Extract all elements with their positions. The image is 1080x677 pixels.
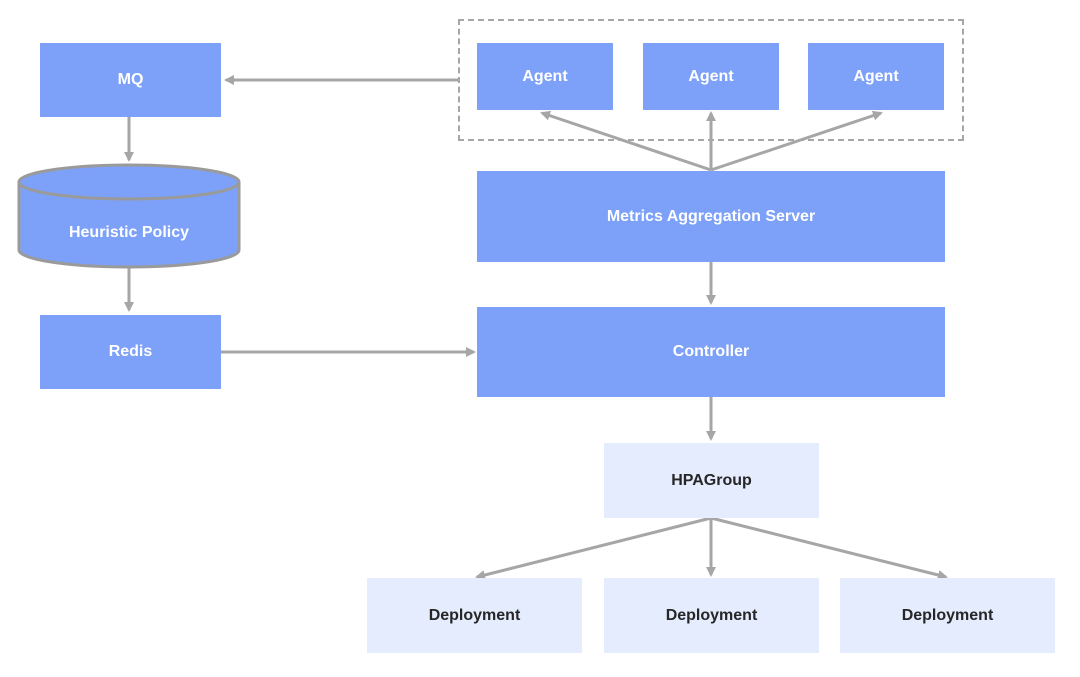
- agent-node-1: Agent: [477, 43, 613, 110]
- metrics-aggregation-server-node: Metrics Aggregation Server: [477, 171, 945, 262]
- agent-label: Agent: [688, 67, 734, 85]
- arrow-hpagroup-to-deployment-3: [710, 516, 948, 580]
- heuristic-policy-label: Heuristic Policy: [68, 224, 190, 241]
- mq-label: MQ: [117, 71, 144, 88]
- deployment-node-1: Deployment: [367, 578, 582, 653]
- hpagroup-node: HPAGroup: [604, 443, 819, 518]
- controller-label: Controller: [672, 343, 750, 360]
- deployment-label: Deployment: [901, 606, 994, 624]
- agent-node-3: Agent: [808, 43, 944, 110]
- controller-node: Controller: [477, 307, 945, 397]
- heuristic-policy-label-box: Heuristic Policy: [19, 199, 239, 267]
- agent-label: Agent: [522, 67, 568, 85]
- metrics-aggregation-server-label: Metrics Aggregation Server: [606, 207, 816, 225]
- arrow-hpagroup-to-deployment-1: [475, 516, 712, 580]
- deployment-label: Deployment: [665, 606, 758, 624]
- redis-node: Redis: [40, 315, 221, 389]
- agent-label: Agent: [853, 67, 899, 85]
- deployment-node-3: Deployment: [840, 578, 1055, 653]
- hpagroup-label: HPAGroup: [671, 471, 752, 489]
- agent-node-2: Agent: [643, 43, 779, 110]
- agent-group: [458, 19, 964, 141]
- mq-node: MQ: [40, 43, 221, 117]
- deployment-node-2: Deployment: [604, 578, 819, 653]
- redis-label: Redis: [108, 343, 153, 360]
- deployment-label: Deployment: [428, 606, 521, 624]
